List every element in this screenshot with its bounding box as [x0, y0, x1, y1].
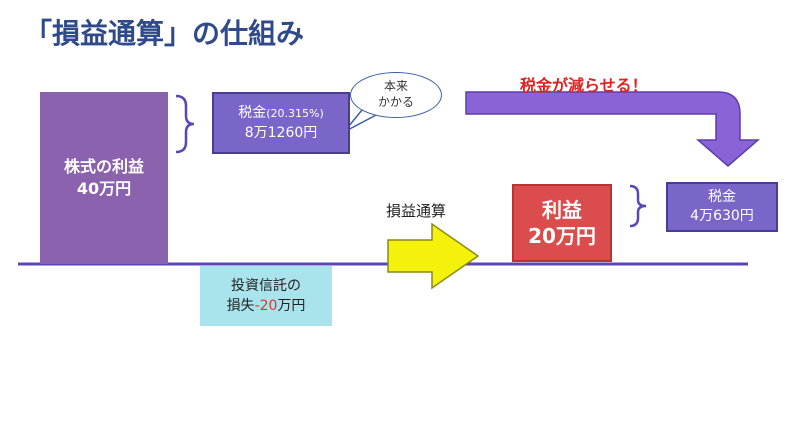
stock-profit-box: 株式の利益 40万円 — [40, 92, 168, 264]
net-profit-label: 利益 — [542, 198, 582, 222]
stock-profit-label: 株式の利益 — [63, 157, 144, 177]
fund-loss-value: -20 — [254, 298, 278, 314]
speech-bubble-line2: かかる — [377, 95, 414, 109]
fund-loss-suffix: 万円 — [277, 298, 306, 314]
tax-before-label: 税金 — [238, 104, 267, 121]
stock-profit-amount: 40万円 — [76, 179, 132, 198]
page-title: 「損益通算」の仕組み — [24, 17, 305, 50]
fund-loss-label: 投資信託の — [231, 277, 301, 294]
tax-before-rate: (20.315%) — [266, 106, 324, 120]
purple-bent-arrow — [465, 91, 761, 167]
yellow-arrow — [387, 222, 480, 290]
tax-before-label-row: 税金(20.315%) — [238, 103, 324, 123]
net-profit-amount: 20万円 — [528, 224, 596, 248]
speech-bubble-line1: 本来 — [383, 79, 408, 94]
net-profit-box: 利益 20万円 — [512, 184, 612, 262]
offset-label: 損益通算 — [386, 202, 447, 220]
tax-after-amount: 4万630円 — [690, 208, 754, 224]
brace-left — [175, 94, 195, 154]
speech-bubble: 本来 かかる — [350, 72, 442, 118]
fund-loss-box: 投資信託の 損失-20万円 — [200, 266, 332, 326]
tax-before-amount: 8万1260円 — [244, 125, 318, 141]
fund-loss-prefix: 損失 — [226, 298, 255, 314]
tax-before-box: 税金(20.315%) 8万1260円 — [212, 92, 350, 154]
brace-right — [629, 184, 647, 228]
fund-loss-amount-row: 損失-20万円 — [227, 296, 306, 316]
tax-reduce-caption: 税金が減らせる！ — [520, 76, 648, 95]
tax-after-label: 税金 — [708, 189, 736, 206]
tax-after-box: 税金 4万630円 — [666, 182, 778, 232]
